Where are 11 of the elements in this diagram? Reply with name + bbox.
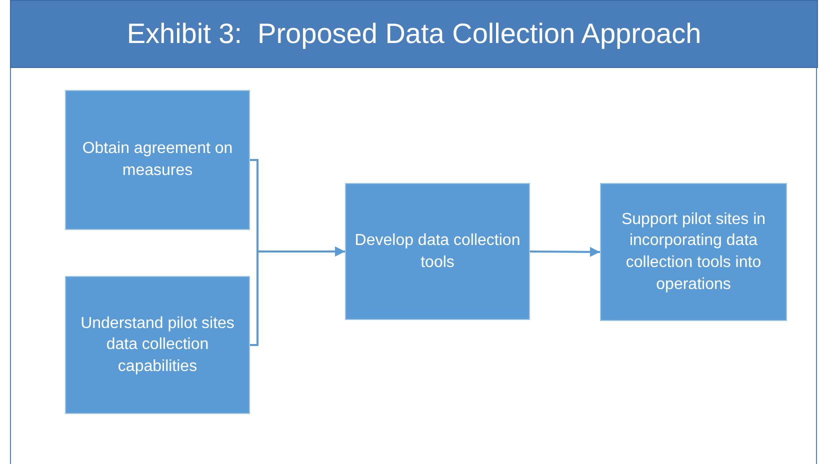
title: Exhibit 3: Proposed Data Collection Approach xyxy=(126,18,702,50)
arrow xyxy=(250,246,345,346)
box-text: Obtain agreement on measures xyxy=(81,139,234,181)
process-box xyxy=(65,90,250,230)
process-box xyxy=(345,183,530,320)
box-text: Develop data collection tools xyxy=(354,230,522,272)
process-box xyxy=(600,183,787,321)
box-text: Support pilot sites in incorporating data collection tools into operations xyxy=(620,210,767,295)
box-text: Understand pilot sites data collection capabilities xyxy=(80,314,236,377)
arrow xyxy=(530,246,600,257)
process-box xyxy=(65,276,250,414)
